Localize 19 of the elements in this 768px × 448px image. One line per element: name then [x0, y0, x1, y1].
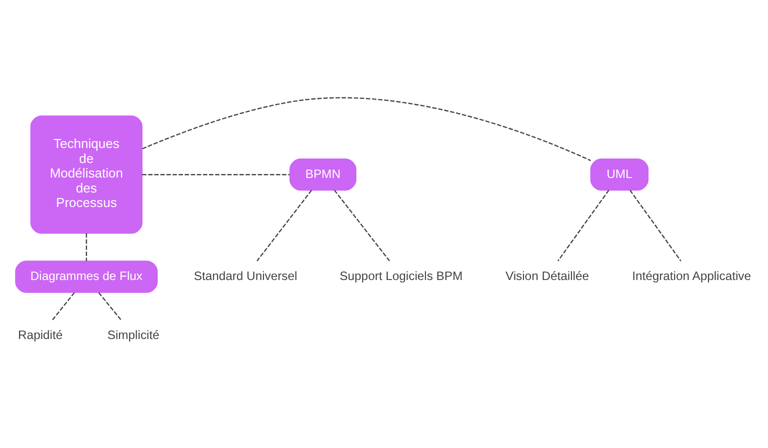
connector — [630, 189, 682, 261]
connector — [256, 189, 312, 261]
node-box: UML — [590, 158, 649, 190]
connector — [334, 189, 390, 261]
node-box: BPMN — [289, 158, 356, 190]
node-text: Simplicité — [107, 328, 160, 342]
node-box: Techniques de Modélisation des Processus — [30, 114, 142, 234]
connector — [557, 189, 610, 261]
node-text: Intégration Applicative — [632, 268, 752, 282]
node-text: Vision Détaillée — [505, 268, 590, 282]
node-text: Support Logiciels BPM — [340, 268, 463, 282]
node-box: Diagrammes de Flux — [15, 260, 158, 292]
connector — [142, 96, 591, 161]
connector — [98, 292, 122, 320]
node-text: Standard Universel — [194, 268, 298, 282]
connector — [52, 292, 75, 320]
node-text: Rapidité — [18, 328, 63, 342]
connector — [142, 173, 290, 175]
connector — [86, 232, 88, 261]
